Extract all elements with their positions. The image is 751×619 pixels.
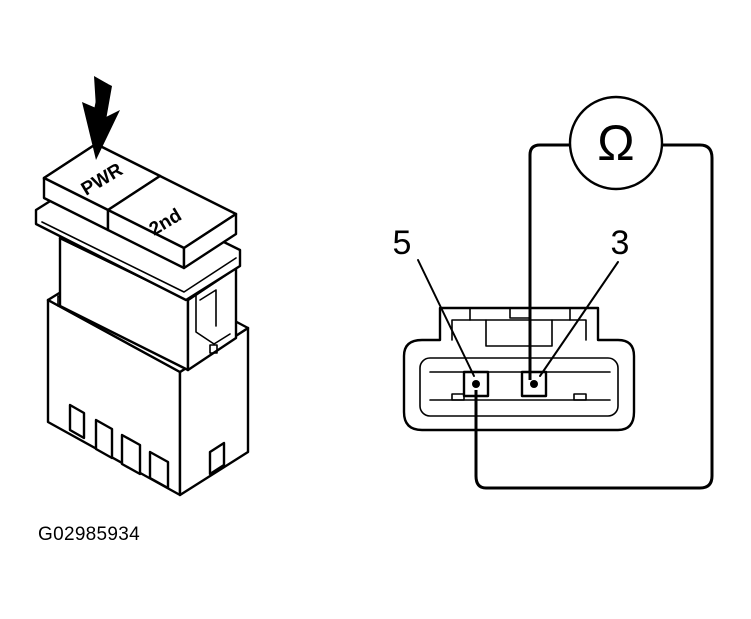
ohmmeter-icon: [568, 95, 664, 191]
terminal-3-pin: [530, 380, 538, 388]
harness-connector: [402, 306, 636, 432]
wire-to-terminal-3: [528, 143, 570, 380]
power-mode-switch: PWR 2nd: [34, 76, 250, 497]
terminal-5-label: 5: [393, 224, 412, 262]
connector-test-diagram: Ω 5 3: [393, 95, 714, 490]
press-arrow-icon: [82, 76, 120, 160]
ohmmeter-symbol: Ω: [597, 115, 634, 171]
wire-to-terminal-5: [474, 143, 714, 490]
second-button[interactable]: 2nd: [106, 174, 238, 270]
ohmmeter: Ω: [568, 95, 664, 191]
terminal-5-pin: [472, 380, 480, 388]
terminal-3: [520, 370, 548, 398]
figure-id: G02985934: [38, 524, 141, 545]
leader-terminal-5: [417, 259, 475, 377]
leader-terminal-3: [539, 261, 619, 377]
terminal-3-label: 3: [611, 224, 630, 262]
